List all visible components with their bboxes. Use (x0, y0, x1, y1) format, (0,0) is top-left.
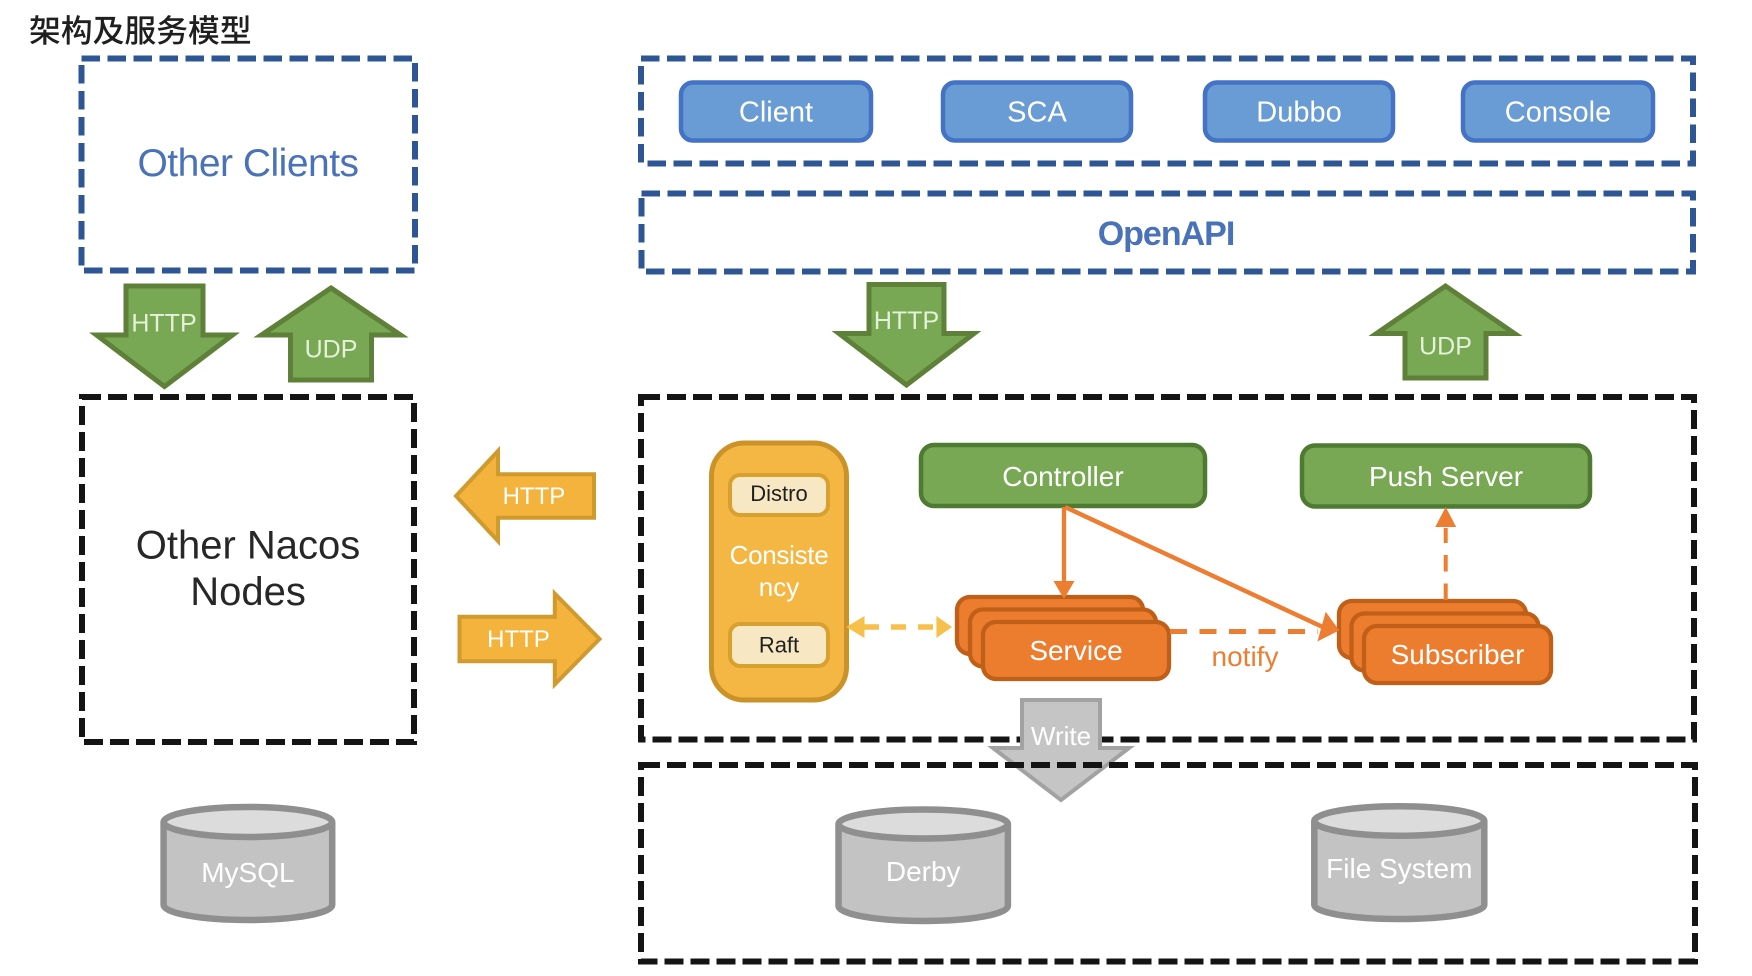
svg-text:Subscriber: Subscriber (1391, 639, 1525, 670)
svg-text:Console: Console (1505, 97, 1611, 129)
svg-text:ncy: ncy (759, 572, 799, 602)
svg-text:Controller: Controller (1002, 461, 1123, 492)
svg-text:Consiste: Consiste (730, 540, 829, 570)
svg-text:Other Clients: Other Clients (137, 142, 358, 185)
svg-text:Nodes: Nodes (190, 570, 306, 614)
svg-text:Distro: Distro (750, 481, 807, 506)
svg-text:OpenAPI: OpenAPI (1098, 215, 1235, 253)
svg-text:HTTP: HTTP (131, 310, 196, 338)
svg-text:HTTP: HTTP (503, 483, 566, 510)
svg-text:Raft: Raft (759, 633, 799, 658)
svg-text:UDP: UDP (1419, 333, 1472, 361)
svg-text:Push Server: Push Server (1369, 461, 1523, 492)
svg-text:Derby: Derby (886, 856, 961, 887)
svg-text:Client: Client (739, 97, 813, 129)
svg-text:notify: notify (1212, 641, 1279, 672)
svg-text:UDP: UDP (305, 336, 358, 364)
svg-text:HTTP: HTTP (487, 626, 550, 653)
svg-text:Write: Write (1031, 721, 1091, 751)
svg-text:SCA: SCA (1007, 97, 1067, 129)
svg-text:HTTP: HTTP (874, 307, 939, 335)
svg-text:Service: Service (1029, 635, 1122, 666)
svg-text:MySQL: MySQL (201, 857, 294, 888)
svg-text:Dubbo: Dubbo (1256, 97, 1341, 129)
svg-text:File System: File System (1326, 853, 1472, 884)
svg-text:Other Nacos: Other Nacos (136, 524, 361, 568)
